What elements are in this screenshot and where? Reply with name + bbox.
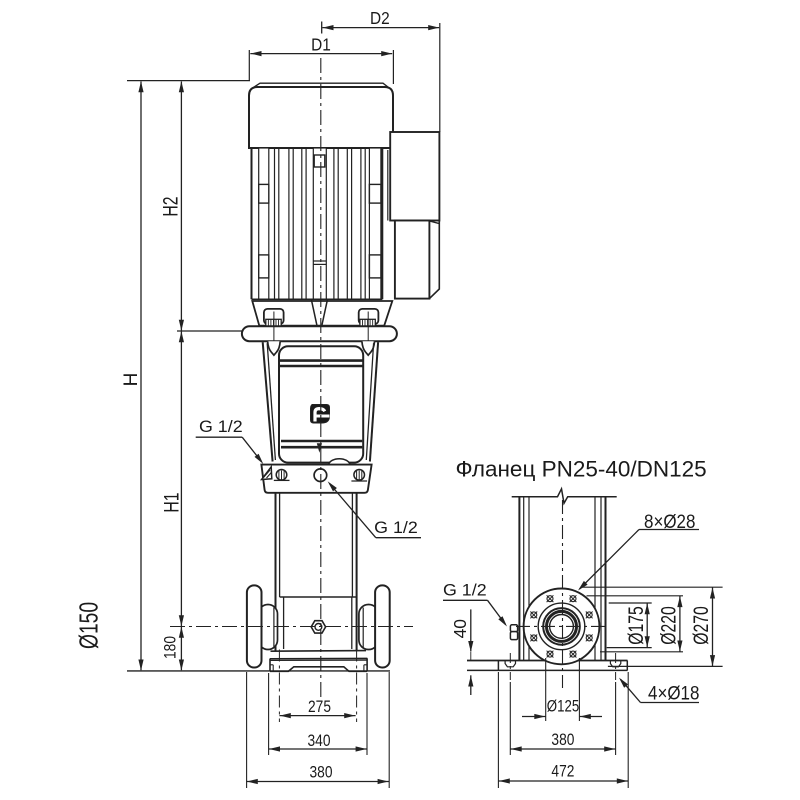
svg-text:180: 180	[161, 636, 180, 659]
svg-text:G 1/2: G 1/2	[199, 417, 243, 437]
svg-text:Ø175: Ø175	[624, 606, 648, 645]
svg-text:472: 472	[551, 762, 574, 781]
svg-text:380: 380	[551, 731, 574, 750]
svg-text:340: 340	[308, 732, 331, 751]
svg-text:Ø125: Ø125	[547, 697, 579, 716]
svg-text:D2: D2	[370, 9, 390, 28]
svg-text:275: 275	[308, 698, 331, 717]
svg-text:D1: D1	[311, 35, 331, 54]
svg-text:4×Ø18: 4×Ø18	[648, 681, 699, 703]
svg-text:8×Ø28: 8×Ø28	[644, 510, 695, 532]
svg-text:H1: H1	[159, 492, 183, 512]
svg-text:G 1/2: G 1/2	[443, 580, 487, 600]
svg-text:Фланец PN25-40/DN125: Фланец PN25-40/DN125	[456, 457, 707, 482]
svg-text:H: H	[121, 373, 142, 387]
svg-text:40: 40	[450, 619, 470, 639]
svg-text:Ø220: Ø220	[656, 606, 680, 645]
svg-text:H2: H2	[158, 196, 182, 216]
svg-text:Ø270: Ø270	[689, 606, 713, 645]
svg-text:Ø150: Ø150	[74, 602, 104, 649]
svg-text:G 1/2: G 1/2	[374, 518, 418, 538]
svg-text:380: 380	[310, 763, 333, 782]
